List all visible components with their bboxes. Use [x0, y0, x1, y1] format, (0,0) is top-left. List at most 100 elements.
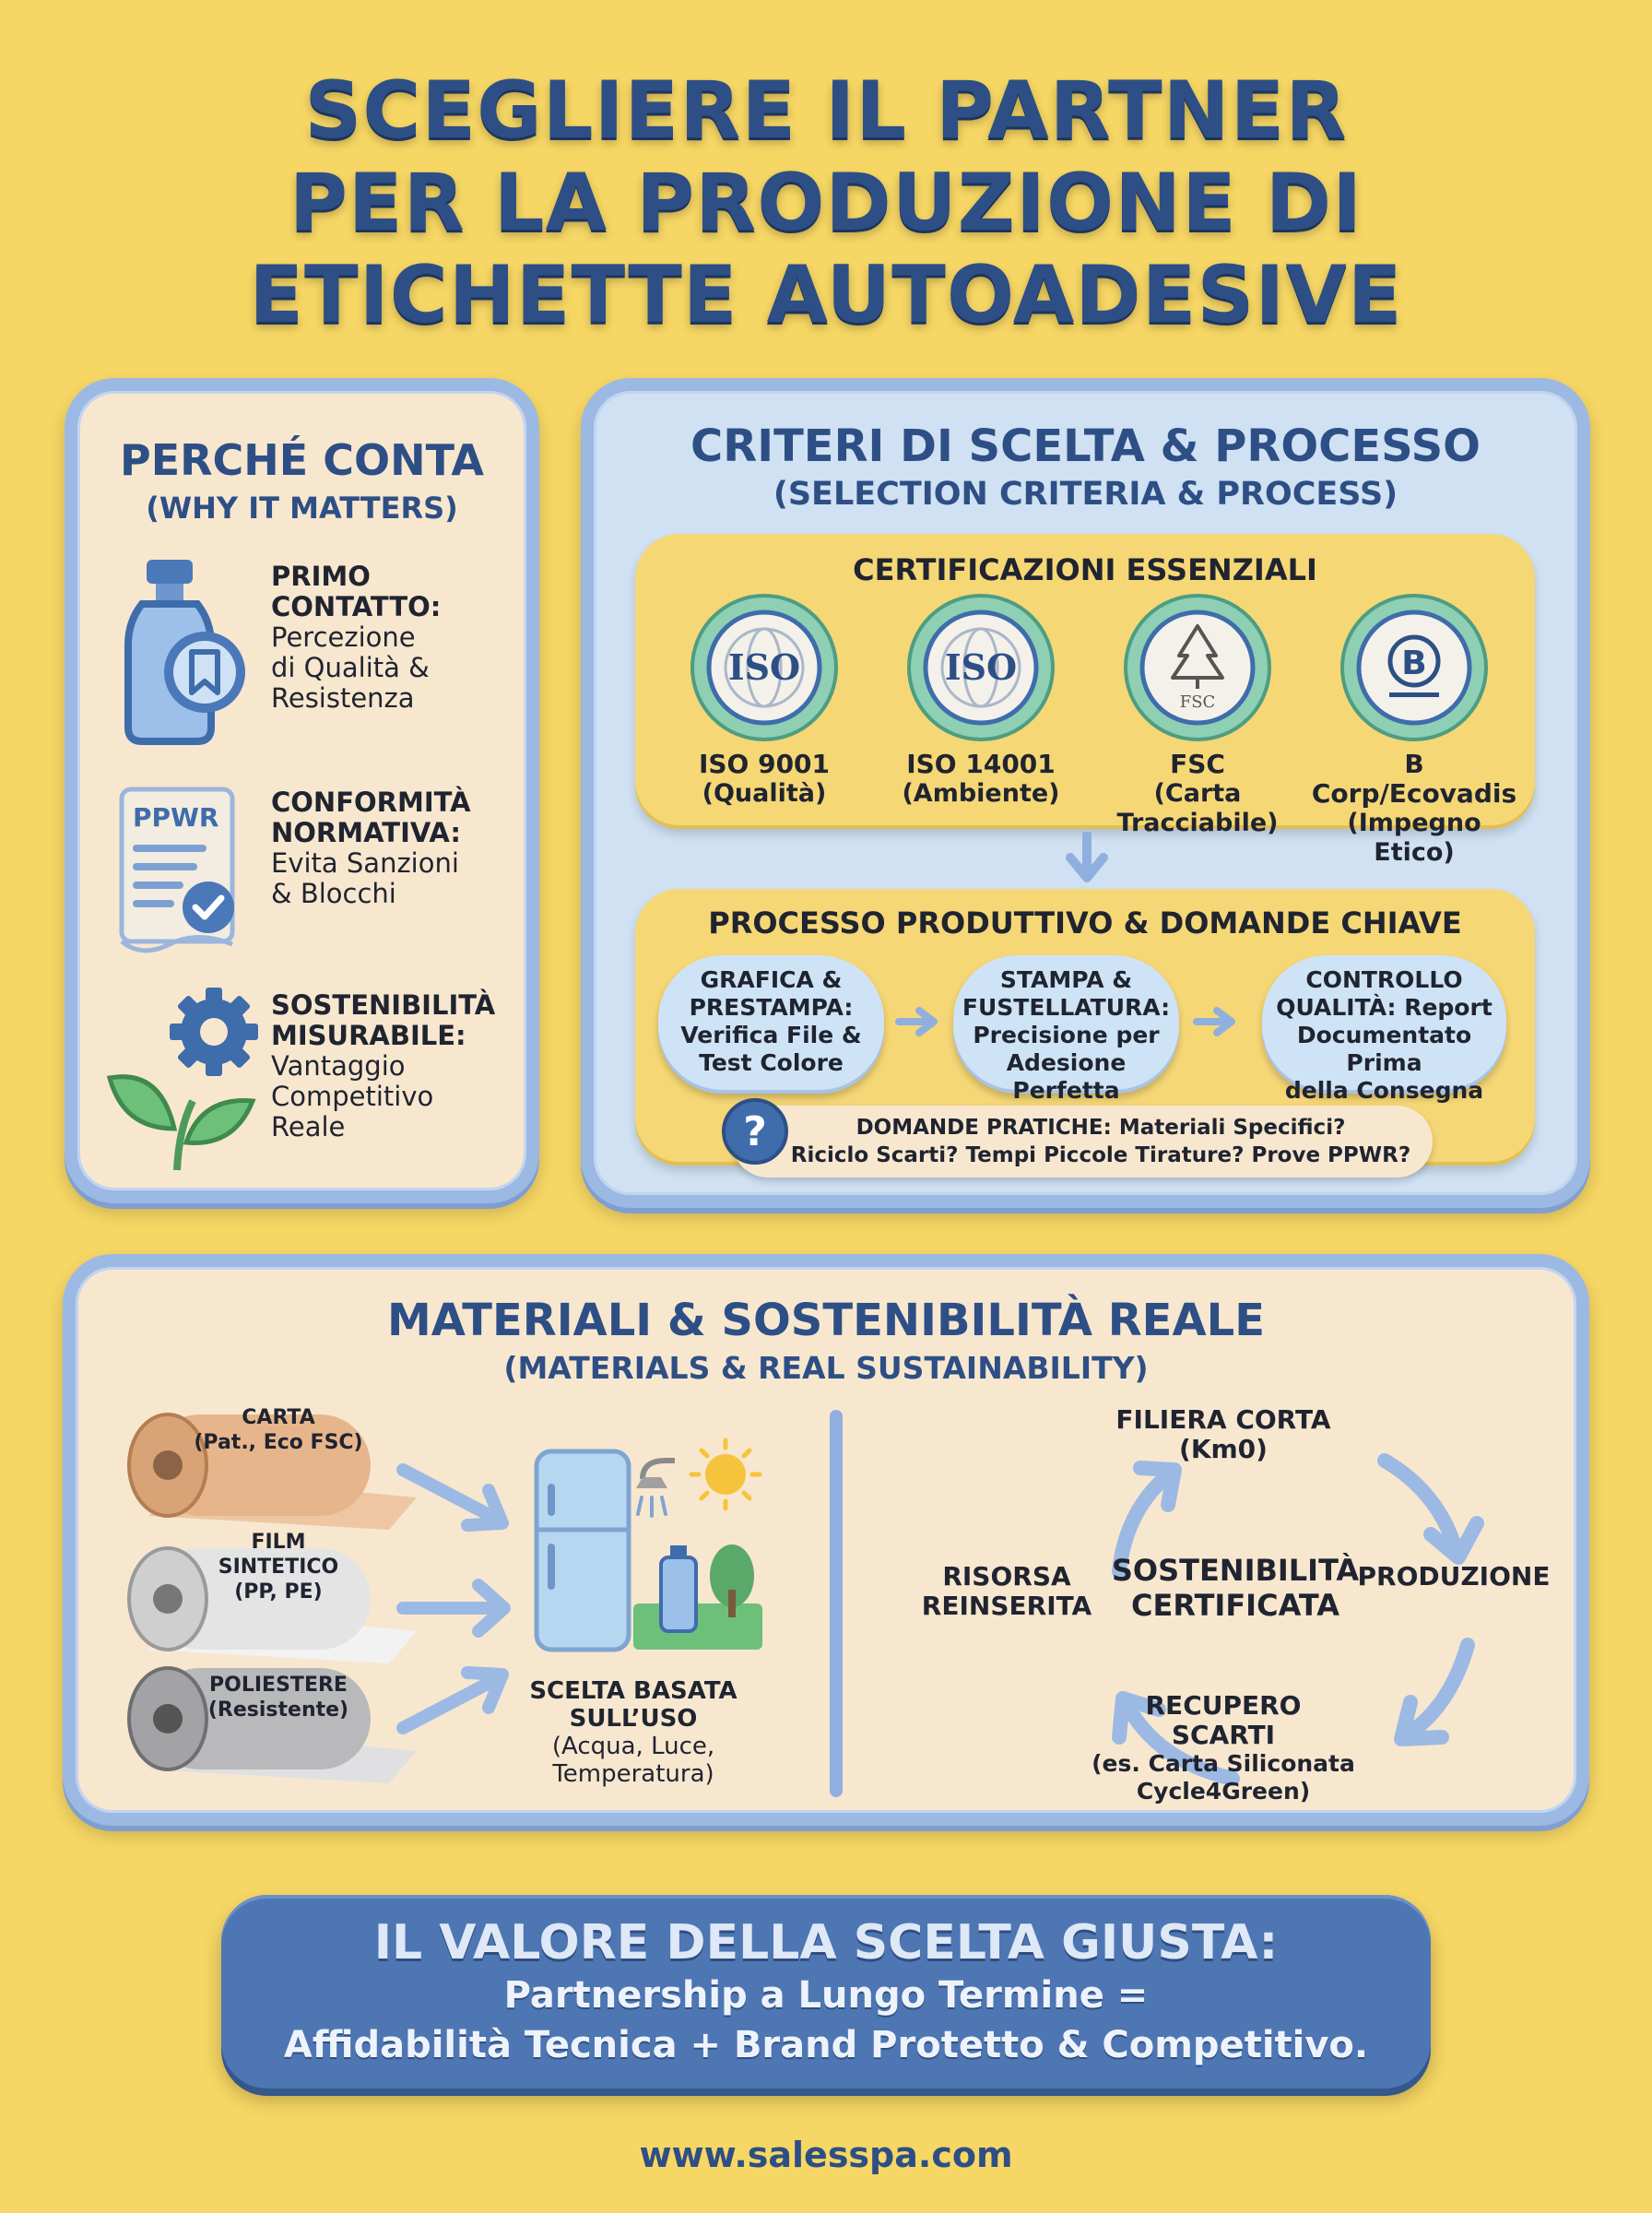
cycle-center-line2: CERTIFICATA: [1131, 1588, 1339, 1623]
criteria-panel: CRITERI DI SCELTA & PROCESSO (SELECTION …: [581, 378, 1590, 1208]
why-title: PERCHÉ CONTA: [119, 435, 485, 485]
cycle-top-line1: FILIERA CORTA: [1115, 1404, 1331, 1435]
cert-desc-4: (Impegno Etico): [1347, 809, 1481, 867]
cycle-left-line1: RISORSA: [942, 1561, 1071, 1592]
cert-bcorp: B B Corp/Ecovadis (Impegno Etico): [1304, 589, 1525, 867]
cycle-center-line1: SOSTENIBILITÀ: [1111, 1553, 1360, 1588]
usage-bold-1: SCELTA BASATA: [529, 1677, 738, 1705]
roll-polyester-line2: (Resistente): [207, 1698, 349, 1722]
why-bold-1a: PRIMO: [271, 561, 371, 592]
cycle-waste-recovery: RECUPERO SCARTI (es. Carta Siliconata Cy…: [1071, 1691, 1375, 1805]
title-line-2: PER LA PRODUZIONE DI: [289, 157, 1363, 249]
cycle-left-line2: REINSERITA: [921, 1591, 1092, 1621]
why-text-1c: Resistenza: [271, 682, 415, 714]
step-quality-control: CONTROLLO QUALITÀ: Report Documentato Pr…: [1262, 955, 1506, 1104]
polyester-roll-icon: [127, 1666, 417, 1783]
why-item-sustainability: SOSTENIBILITÀ MISURABILE: Vantaggio Comp…: [105, 981, 511, 1193]
criteria-subtitle: (SELECTION CRITERIA & PROCESS): [773, 476, 1398, 513]
cert-desc-2: (Ambiente): [902, 779, 1060, 808]
cycle-short-supply-chain: FILIERA CORTA (Km0): [1085, 1405, 1362, 1464]
step1-line1: GRAFICA &: [700, 966, 843, 993]
cert-name-1: ISO 9001: [698, 749, 831, 779]
materials-subtitle: (MATERIALS & REAL SUSTAINABILITY): [503, 1350, 1149, 1386]
step2-line3: Precisione per: [973, 1022, 1160, 1048]
why-text-2b: & Blocchi: [271, 878, 396, 909]
cycle-bottom-line2: SCARTI: [1171, 1720, 1276, 1750]
why-text-1a: Percezione: [271, 621, 416, 653]
cycle-top-line2: (Km0): [1179, 1434, 1268, 1464]
iso-badge-icon: ISO: [690, 594, 838, 741]
banner-line-1: Partnership a Lungo Termine =: [503, 1974, 1149, 2017]
iso-badge-icon: ISO: [907, 594, 1055, 741]
roll-film-line2: SINTETICO: [218, 1556, 339, 1579]
usage-bold-2: SULL’USO: [569, 1705, 698, 1733]
why-bold-1b: CONTATTO:: [271, 591, 442, 622]
why-text-3c: Reale: [271, 1111, 346, 1142]
certifications-card: CERTIFICAZIONI ESSENZIALI ISO ISO 9001 (…: [635, 534, 1535, 867]
step3-line4: della Consegna: [1284, 1077, 1484, 1104]
why-bold-2b: NORMATIVA:: [271, 817, 461, 848]
title-line-3: ETICHETTE AUTOADESIVE: [249, 249, 1403, 341]
cert-name-4: B Corp/Ecovadis: [1311, 749, 1517, 809]
step1-line4: Test Colore: [699, 1049, 844, 1076]
cert-name-2: ISO 14001: [906, 749, 1056, 779]
vertical-divider: [830, 1410, 843, 1797]
questions-line2: Riciclo Scarti? Tempi Piccole Tirature? …: [790, 1143, 1411, 1167]
banner-line-2: Affidabilità Tecnica + Brand Protetto & …: [283, 2024, 1369, 2066]
roll-paper-line2: (Pat., Eco FSC): [194, 1431, 363, 1454]
cert-desc-3: (Carta Tracciabile): [1116, 779, 1279, 837]
practical-questions: DOMANDE PRATICHE: Materiali Specifici? R…: [732, 1106, 1433, 1178]
website-link[interactable]: www.salesspa.com: [639, 2135, 1013, 2175]
questions-line1: DOMANDE PRATICHE: Materiali Specifici?: [856, 1116, 1346, 1140]
film-roll-icon: [127, 1546, 417, 1663]
materials-title: MATERIALI & SOSTENIBILITÀ REALE: [387, 1295, 1265, 1346]
bottle-label-icon: [124, 560, 245, 745]
fsc-tree-badge-icon: FSC: [1124, 594, 1271, 741]
why-it-matters-panel: PERCHÉ CONTA (WHY IT MATTERS) PRIMO CONT…: [65, 378, 539, 1203]
sustainability-cycle-arrows: [1112, 1453, 1484, 1786]
usage-text-1: (Acqua, Luce,: [551, 1733, 715, 1760]
cycle-resource-reinserted: RISORSA REINSERITA: [914, 1562, 1099, 1621]
cert-desc-1: (Qualità): [702, 779, 827, 808]
criteria-title: CRITERI DI SCELTA & PROCESSO: [690, 420, 1481, 472]
fsc-badge-text: FSC: [1180, 692, 1216, 712]
fridge-shower-sun-icon: [534, 1438, 762, 1652]
ppwr-document-icon: PPWR: [119, 787, 235, 953]
leaf-gear-icon: [106, 988, 258, 1171]
why-text-first-contact: PRIMO CONTATTO: Percezione di Qualità & …: [271, 562, 520, 714]
why-text-3a: Vantaggio: [271, 1050, 406, 1082]
arrow-right-icon: [895, 1007, 938, 1036]
step2-line4: Adesione Perfetta: [1006, 1049, 1127, 1104]
step3-line3: Documentato Prima: [1296, 1022, 1472, 1076]
roll-label-polyester: POLIESTERE (Resistente): [186, 1673, 371, 1722]
why-item-compliance: PPWR CONFORMITÀ NORMATIVA: Evita Sanzion…: [105, 778, 511, 990]
process-card: PROCESSO PRODUTTIVO & DOMANDE CHIAVE GRA…: [635, 889, 1535, 1178]
why-text-1b: di Qualità &: [271, 652, 430, 683]
why-text-2a: Evita Sanzioni: [271, 847, 459, 879]
arrow-down-icon: [1066, 832, 1108, 882]
cycle-bottom-line1: RECUPERO: [1145, 1690, 1302, 1721]
arrow-right-icon: [1193, 1007, 1235, 1036]
roll-film-line1: FILM: [251, 1531, 306, 1554]
step1-line3: Verifica File &: [680, 1022, 862, 1048]
bcorp-badge-icon: B: [1340, 594, 1488, 741]
process-title: PROCESSO PRODUTTIVO & DOMANDE CHIAVE: [708, 905, 1462, 941]
iso-badge-text-1: ISO: [728, 646, 800, 688]
why-text-3b: Competitivo: [271, 1081, 434, 1112]
question-mark-text: ?: [743, 1108, 767, 1155]
why-item-first-contact: PRIMO CONTATTO: Percezione di Qualità & …: [105, 552, 511, 764]
title-line-1: SCEGLIERE IL PARTNER: [304, 65, 1348, 157]
cycle-bottom-line4: Cycle4Green): [1136, 1778, 1311, 1805]
why-bold-3b: MISURABILE:: [271, 1020, 466, 1051]
question-mark-icon: ?: [722, 1098, 788, 1165]
step2-line2: FUSTELLATURA:: [962, 994, 1171, 1021]
bcorp-badge-text: B: [1401, 645, 1426, 682]
step1-line2: PRESTAMPA:: [689, 994, 854, 1021]
usage-choice-label: SCELTA BASATA SULL’USO (Acqua, Luce, Tem…: [527, 1677, 739, 1788]
main-title: SCEGLIERE IL PARTNER PER LA PRODUZIONE D…: [0, 65, 1652, 341]
certifications-title: CERTIFICAZIONI ESSENZIALI: [853, 552, 1317, 587]
roll-label-paper: CARTA (Pat., Eco FSC): [186, 1405, 371, 1455]
cert-iso-14001: ISO ISO 14001 (Ambiente): [870, 589, 1092, 811]
roll-polyester-line1: POLIESTERE: [209, 1674, 348, 1697]
step3-line1: CONTROLLO: [1305, 966, 1463, 993]
